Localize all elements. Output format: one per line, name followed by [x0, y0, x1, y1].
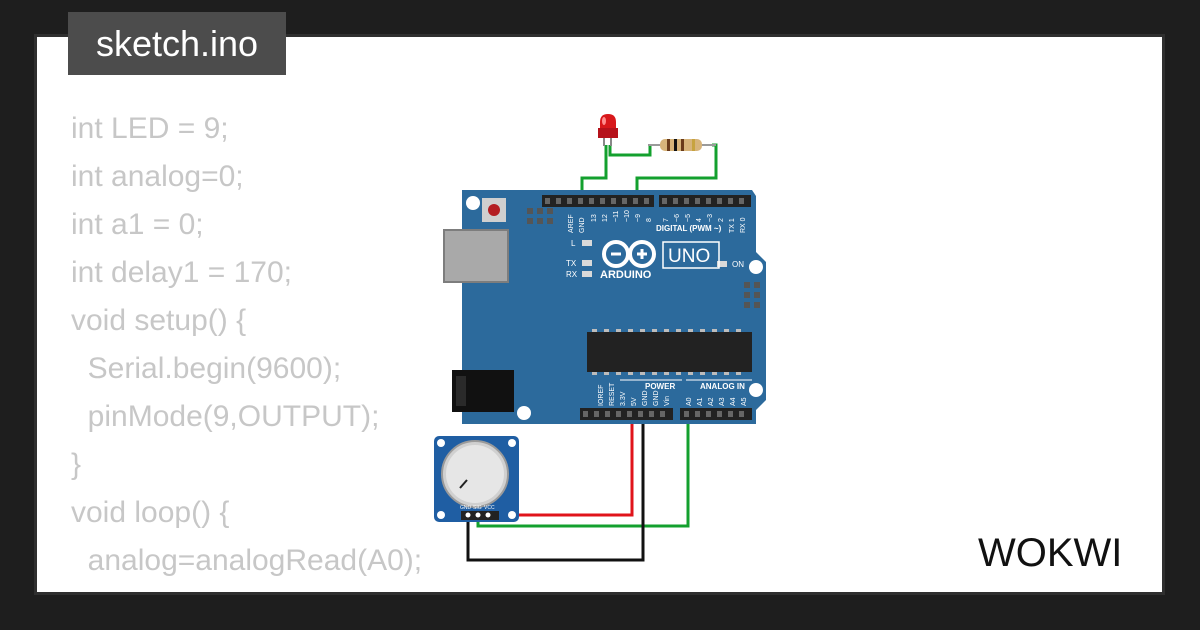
pin-label: ~9 [635, 214, 642, 222]
pin-label: 2 [718, 218, 725, 222]
pin-label: 12 [602, 214, 609, 222]
analog-label: ANALOG IN [700, 382, 745, 391]
pin-label: 4 [696, 218, 703, 222]
arduino-wordmark: ARDUINO [600, 269, 652, 281]
pin-label: GND [642, 390, 649, 406]
pin-label: IOREF [598, 385, 605, 406]
pin-label: GND [653, 390, 660, 406]
pin-label: A5 [741, 397, 748, 406]
pin-label: A1 [697, 397, 704, 406]
pot-pin-label: GND [460, 505, 472, 511]
code-line: int LED = 9; [71, 112, 229, 145]
pin-label: ~3 [707, 214, 714, 222]
pot-pin-label: VCC [484, 505, 495, 511]
board-model: UNO [668, 246, 710, 267]
pot-pin-label: SIG [473, 505, 482, 511]
wokwi-logo: WOKWI [978, 531, 1122, 575]
pin-label: A2 [708, 397, 715, 406]
on-label: ON [732, 260, 744, 269]
code-line: void loop() { [71, 496, 230, 529]
digital-header-2 [659, 195, 751, 207]
pin-label: AREF [568, 214, 575, 233]
pin-label: A3 [719, 397, 726, 406]
pin-label: ~10 [624, 210, 631, 222]
rx-label: RX [566, 270, 578, 279]
tx-label: TX [566, 259, 577, 268]
potentiometer-component[interactable]: GND SIG VCC [434, 436, 519, 522]
pin-label: 13 [591, 214, 598, 222]
pin-label: 7 [663, 218, 670, 222]
pin-label: ~6 [674, 214, 681, 222]
pin-label: A4 [730, 397, 737, 406]
pin-label: GND [579, 217, 586, 233]
code-line: analog=analogRead(A0); [71, 544, 423, 577]
code-line: pinMode(9,OUTPUT); [71, 400, 380, 433]
wire-pot-a0 [476, 418, 690, 528]
pin-label: TX 1 [729, 218, 736, 233]
resistor-component[interactable] [648, 139, 716, 151]
code-line: int delay1 = 170; [71, 256, 293, 289]
pin-label: ~11 [613, 211, 620, 222]
code-line: int analog=0; [71, 160, 244, 193]
file-name-tab: sketch.ino [68, 12, 286, 75]
usb-connector [443, 229, 509, 283]
power-label: POWER [645, 382, 675, 391]
wire-pot-gnd [466, 418, 645, 562]
wire-pot-5v [488, 418, 634, 517]
wire-led-resistor [608, 145, 652, 157]
code-line: void setup() { [71, 304, 247, 337]
power-header [580, 408, 673, 420]
pin-label: 3.3V [620, 391, 627, 406]
pin-label: A0 [686, 397, 693, 406]
svg-text:WOKWI: WOKWI [978, 531, 1122, 575]
pin-label: RX 0 [740, 217, 747, 233]
code-listing: int LED = 9; int analog=0; int a1 = 0; int … [71, 105, 422, 585]
pin-label: RESET [609, 382, 616, 406]
pin-label: Vin [664, 396, 671, 406]
atmega-chip [587, 332, 752, 372]
led-l-label: L [571, 239, 576, 248]
pin-label: ~5 [685, 214, 692, 222]
pin-label: 8 [646, 218, 653, 222]
pot-knob-indicator [459, 479, 468, 489]
pin-label: 5V [631, 397, 638, 406]
arduino-logo [602, 240, 656, 268]
digital-label: DIGITAL (PWM ~) [656, 224, 722, 233]
code-line: } [71, 448, 82, 481]
arduino-uno-board[interactable]: AREF GND 13 12 ~11 ~10 ~9 8 7 ~6 ~5 4 ~3… [443, 190, 766, 424]
code-line: Serial.begin(9600); [71, 352, 342, 385]
code-line: int a1 = 0; [71, 208, 204, 241]
led-component[interactable] [598, 114, 618, 146]
